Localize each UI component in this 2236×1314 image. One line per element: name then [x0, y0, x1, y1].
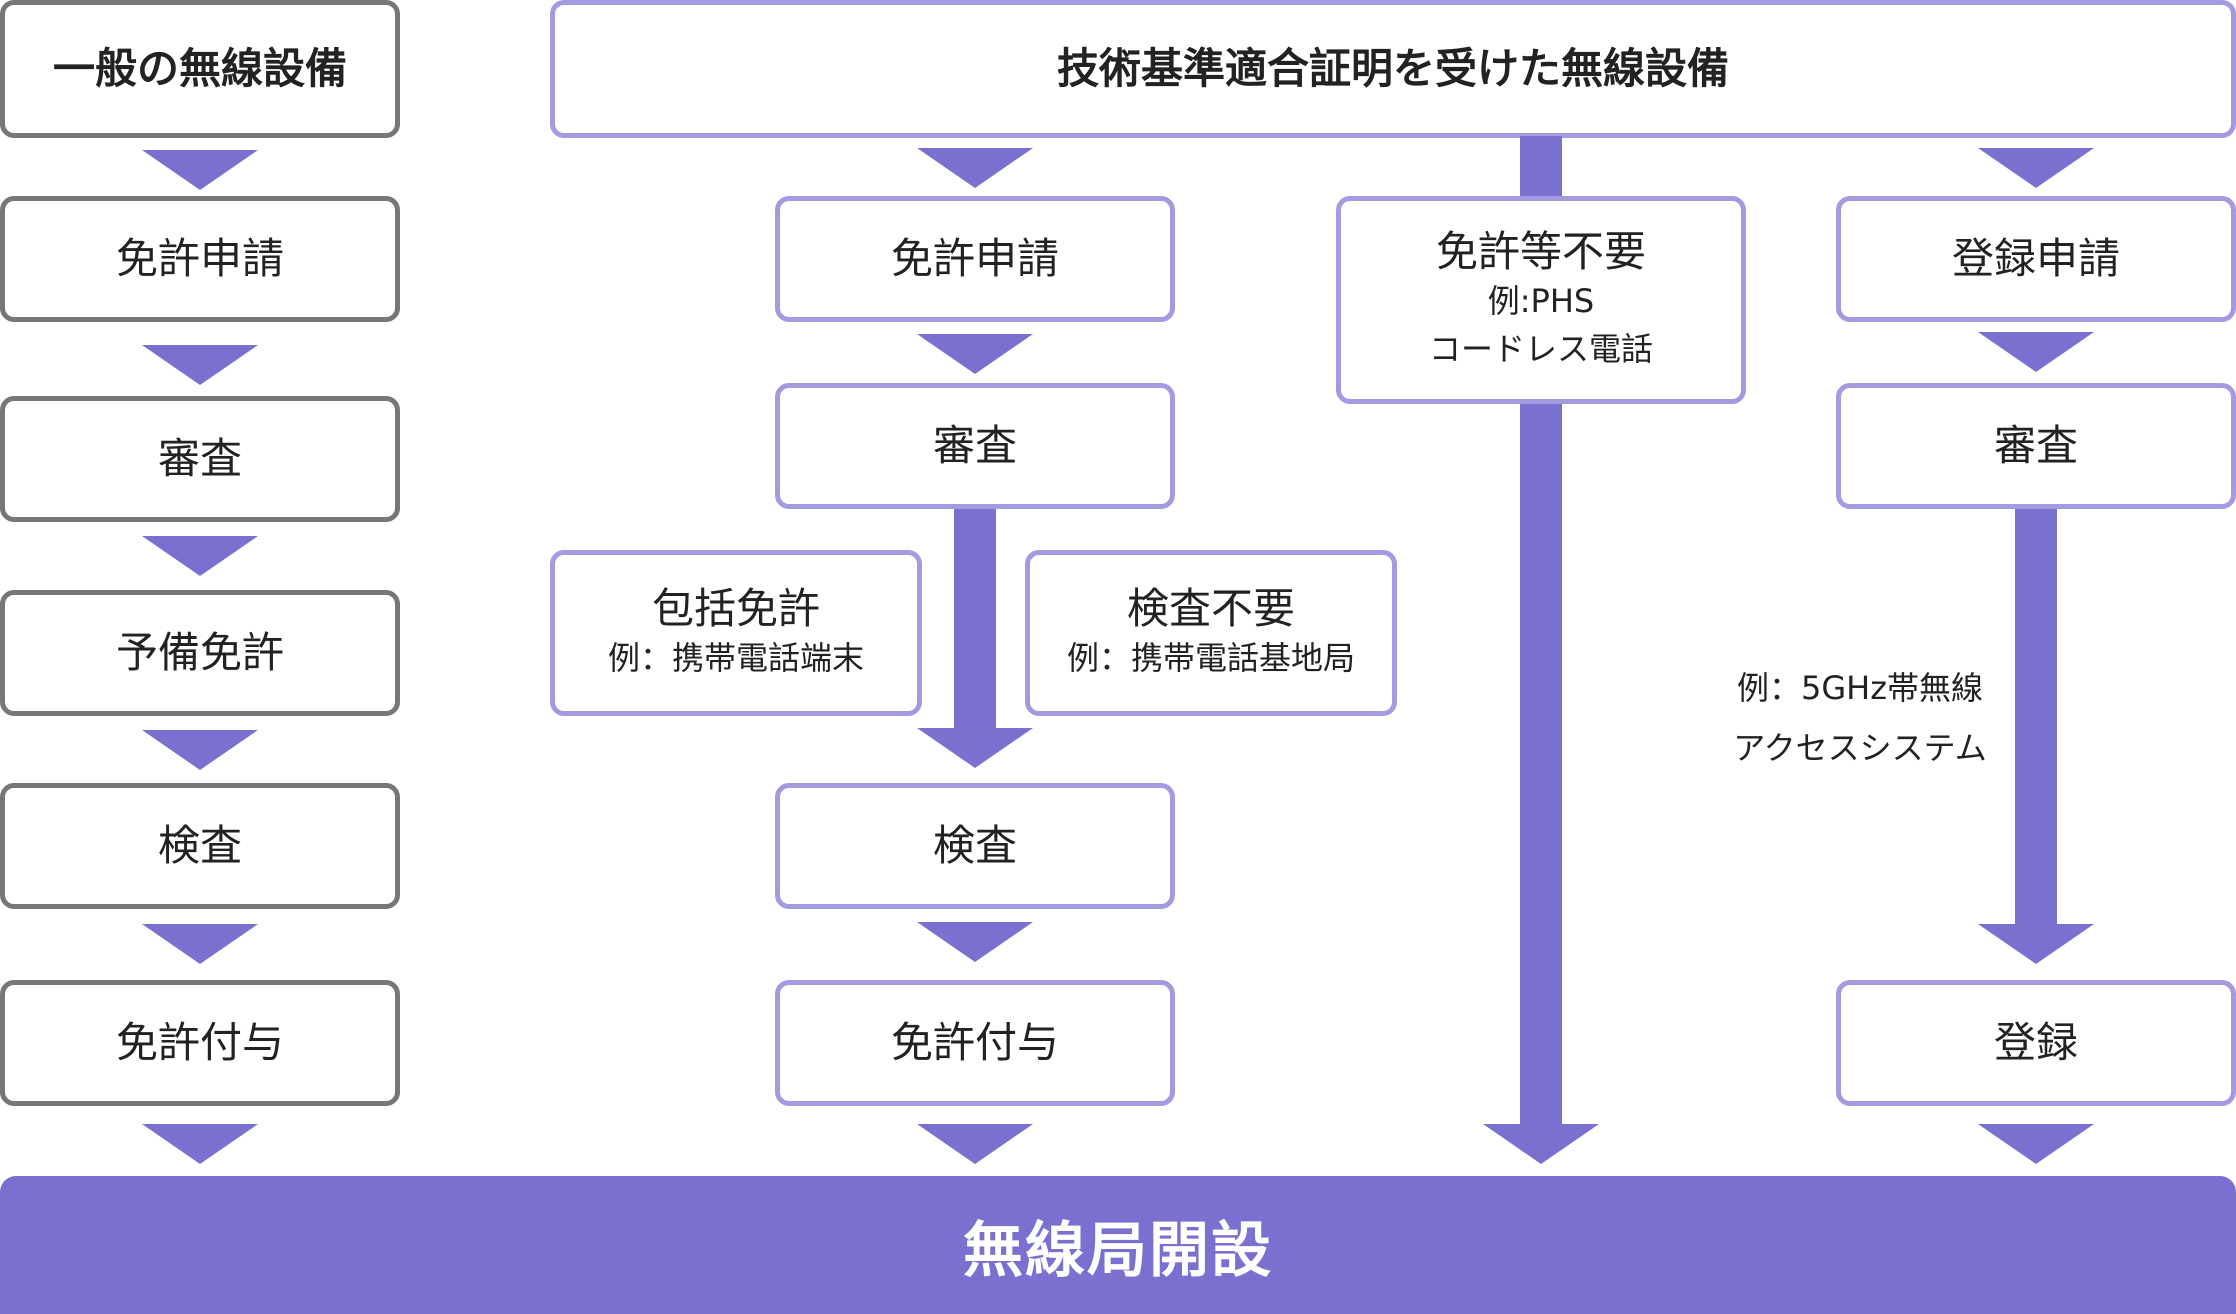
license-exempt-box: 免許等不要 例:PHS コードレス電話: [1336, 196, 1746, 404]
registration-example-1: 例：5GHz帯無線: [1736, 669, 1984, 707]
step-label: 免許付与: [115, 1017, 284, 1067]
arrow-down-icon: [142, 345, 258, 385]
arrow-down-icon: [917, 1124, 1033, 1164]
certified-step-license-grant: 免許付与: [775, 980, 1175, 1106]
arrow-down-icon: [1978, 148, 2094, 188]
step-label: 免許申請: [115, 233, 284, 283]
certified-step-examination: 審査: [775, 383, 1175, 509]
arrow-down-icon: [1483, 1124, 1599, 1164]
blanket-license-label: 包括免許: [651, 583, 820, 633]
registration-step-application: 登録申請: [1836, 196, 2236, 322]
station-opening-label: 無線局開設: [963, 1215, 1273, 1286]
step-label: 審査: [932, 420, 1017, 470]
skip-arrow-shaft: [954, 509, 996, 729]
registration-step-registered: 登録: [1836, 980, 2236, 1106]
step-label: 登録申請: [1951, 233, 2120, 283]
arrow-down-icon: [142, 1124, 258, 1164]
arrow-down-icon: [1978, 924, 2094, 964]
license-exempt-example-1: 例:PHS: [1487, 282, 1595, 321]
arrow-down-icon: [142, 150, 258, 190]
general-step-license-application: 免許申請: [0, 196, 400, 322]
blanket-license-example: 例：携帯電話端末: [607, 639, 864, 678]
general-step-examination: 審査: [0, 396, 400, 522]
station-opening-bar: 無線局開設: [0, 1176, 2236, 1314]
arrow-down-icon: [1978, 1124, 2094, 1164]
arrow-down-icon: [917, 148, 1033, 188]
certified-equipment-title-label: 技術基準適合証明を受けた無線設備: [1056, 43, 1729, 93]
no-inspection-note: 検査不要 例：携帯電話基地局: [1025, 550, 1397, 716]
general-equipment-title-label: 一般の無線設備: [52, 43, 347, 93]
general-equipment-title: 一般の無線設備: [0, 0, 400, 138]
step-label: 検査: [932, 820, 1017, 870]
step-label: 審査: [1993, 420, 2078, 470]
arrow-down-icon: [142, 730, 258, 770]
arrow-down-icon: [1978, 332, 2094, 372]
registration-example-note: 例：5GHz帯無線 アクセスシステム: [1700, 658, 2020, 778]
registration-example-2: アクセスシステム: [1733, 729, 1987, 767]
step-label: 予備免許: [115, 627, 284, 677]
step-label: 審査: [157, 433, 242, 483]
arrow-down-icon: [917, 334, 1033, 374]
registration-step-examination: 審査: [1836, 383, 2236, 509]
step-label: 免許付与: [890, 1017, 1059, 1067]
certified-step-license-application: 免許申請: [775, 196, 1175, 322]
step-label: 検査: [157, 820, 242, 870]
exempt-arrow-shaft: [1520, 404, 1562, 1126]
blanket-license-note: 包括免許 例：携帯電話端末: [550, 550, 922, 716]
certified-step-inspection: 検査: [775, 783, 1175, 909]
step-label: 登録: [1993, 1017, 2078, 1067]
step-label: 免許申請: [890, 233, 1059, 283]
license-exempt-example-2: コードレス電話: [1428, 330, 1653, 369]
arrow-down-icon: [142, 924, 258, 964]
no-inspection-label: 検査不要: [1126, 583, 1295, 633]
no-inspection-example: 例：携帯電話基地局: [1066, 639, 1355, 678]
license-exempt-label: 免許等不要: [1435, 226, 1646, 276]
general-step-preliminary-license: 予備免許: [0, 590, 400, 716]
arrow-down-icon: [917, 728, 1033, 768]
exempt-arrow-shaft-top: [1520, 136, 1562, 198]
registration-arrow-shaft: [2015, 509, 2057, 925]
certified-equipment-title: 技術基準適合証明を受けた無線設備: [550, 0, 2236, 138]
general-step-license-grant: 免許付与: [0, 980, 400, 1106]
arrow-down-icon: [917, 922, 1033, 962]
general-step-inspection: 検査: [0, 783, 400, 909]
arrow-down-icon: [142, 536, 258, 576]
